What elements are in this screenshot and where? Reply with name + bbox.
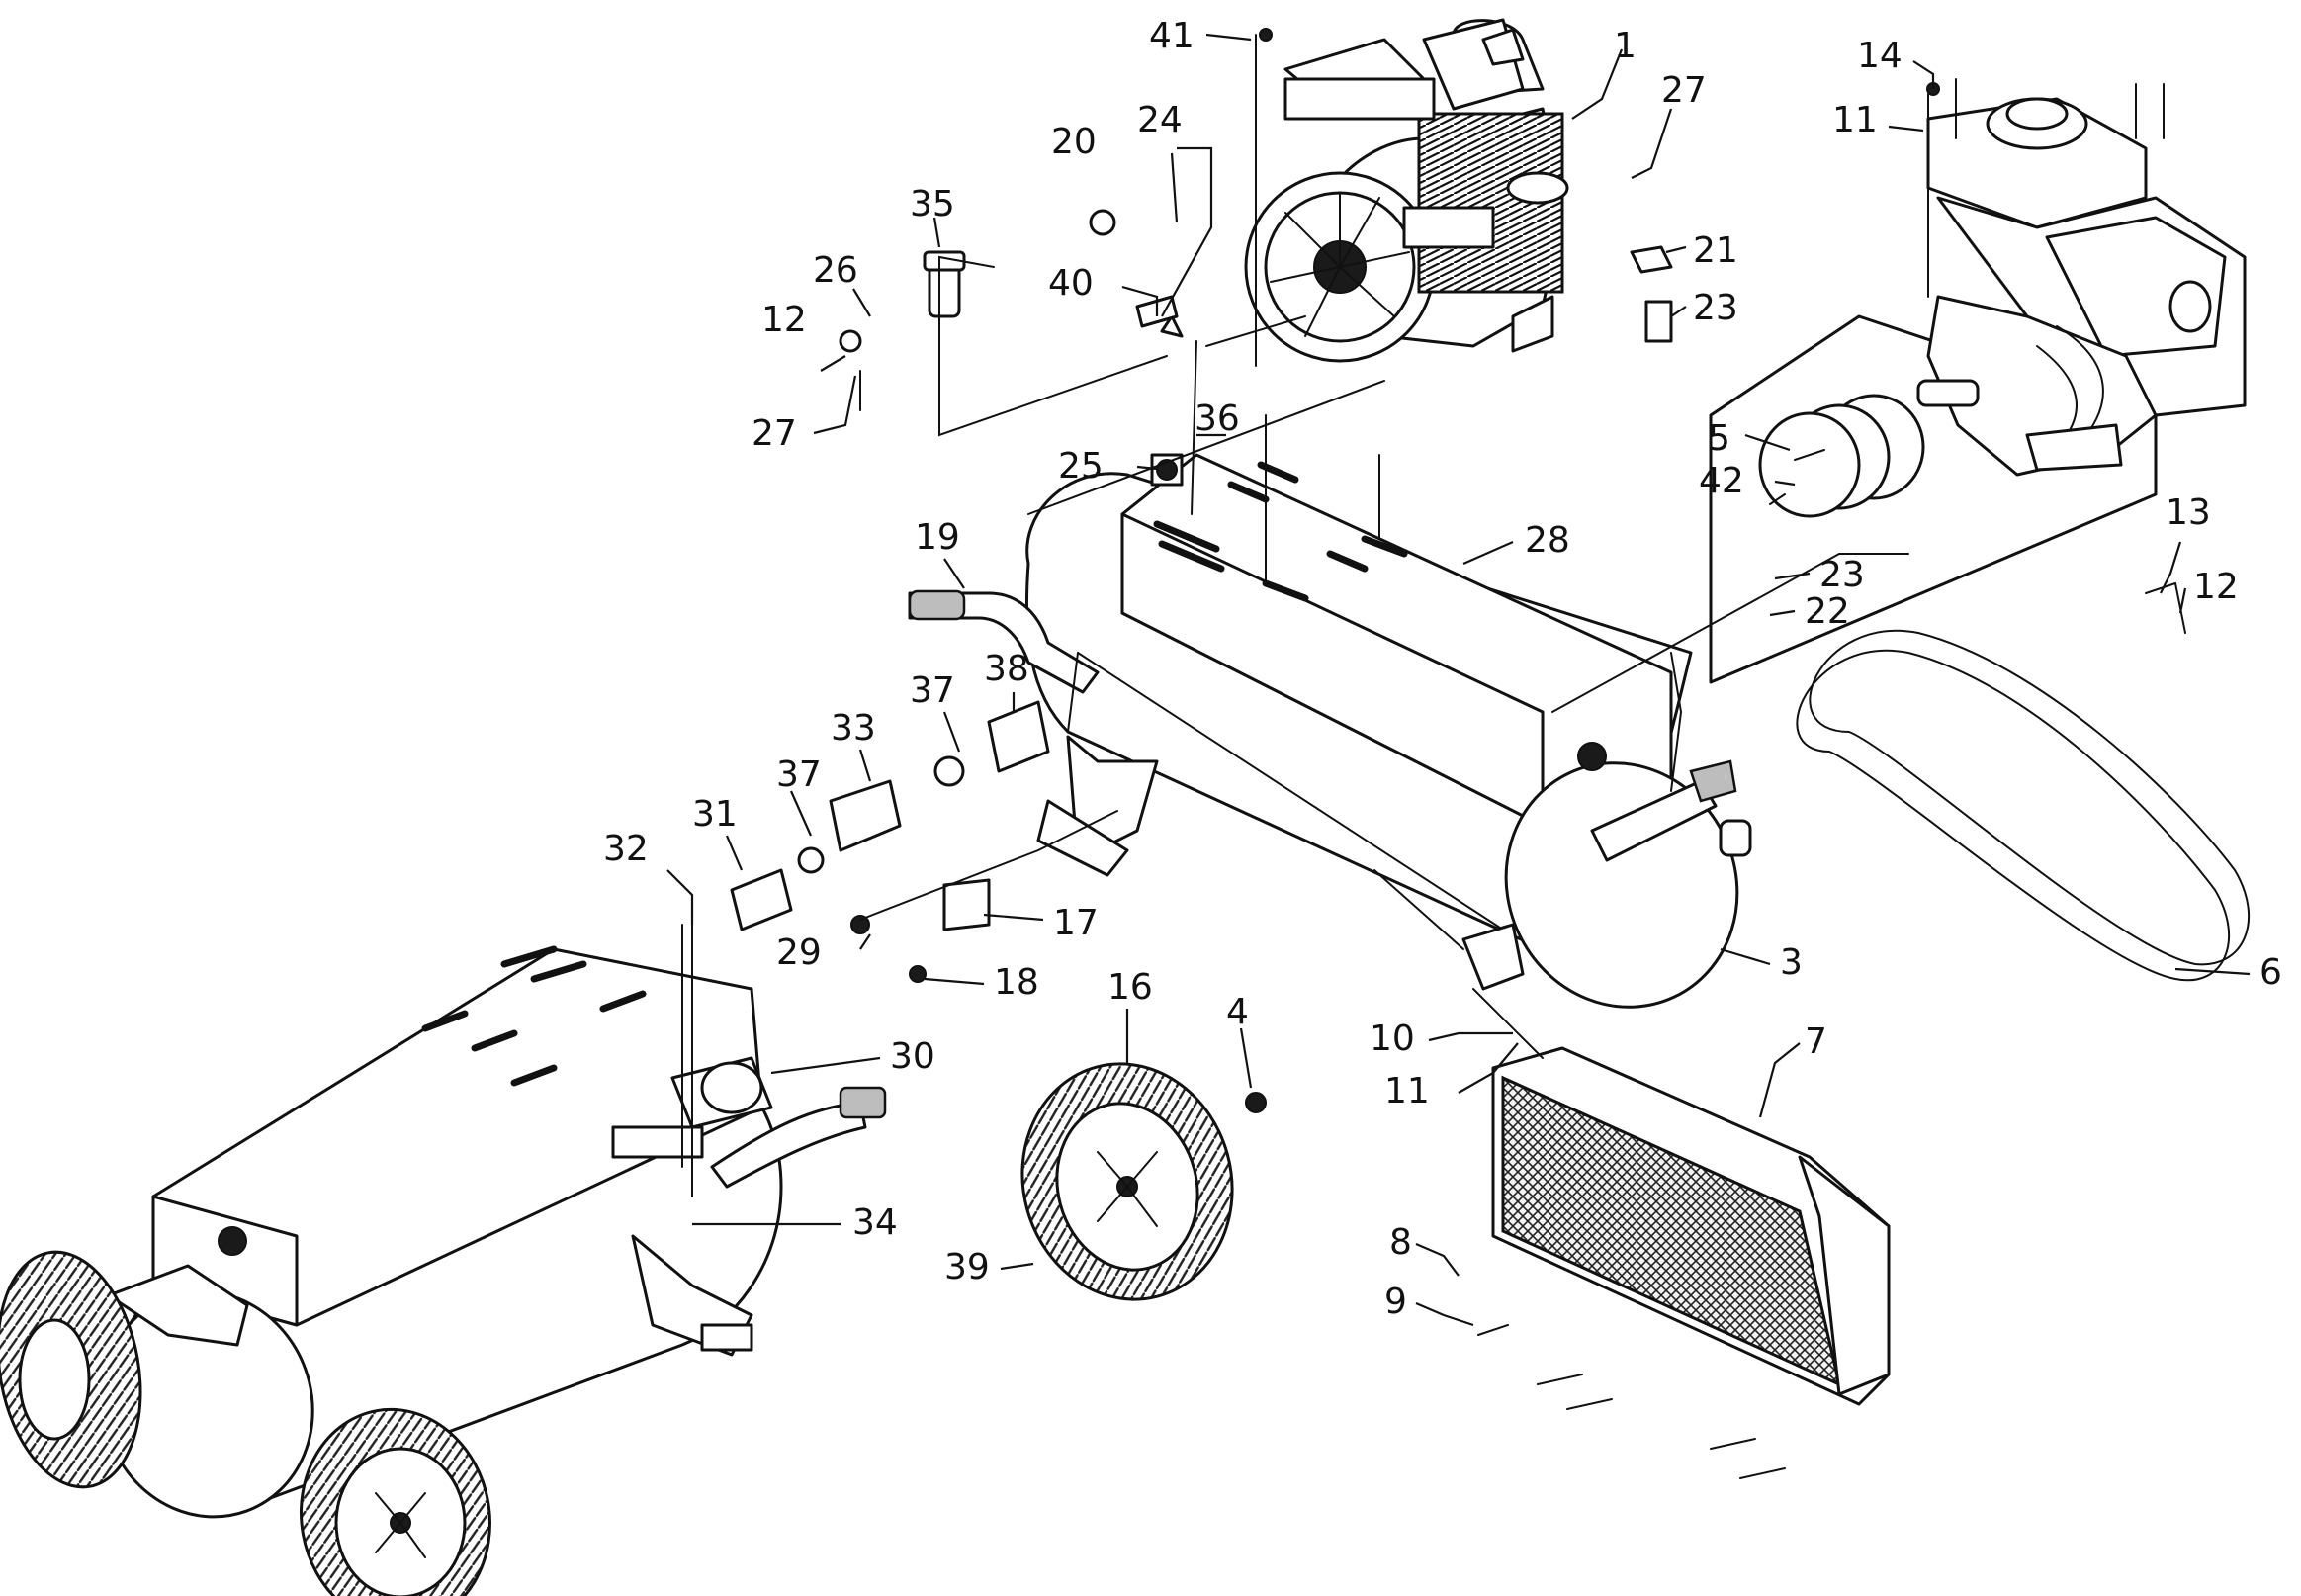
bottom-plate-slots	[421, 945, 647, 1087]
callout-37: 37	[776, 754, 822, 795]
dashed-explosion-lines	[859, 255, 1909, 1059]
callout-23: 23	[1819, 555, 1865, 595]
callout-5: 5	[1708, 418, 1730, 459]
callout-4: 4	[1226, 992, 1249, 1032]
callout-10: 10	[1370, 1019, 1415, 1059]
callout-17: 17	[1053, 903, 1099, 943]
callout-18: 18	[994, 962, 1039, 1003]
callout-9: 9	[1384, 1282, 1407, 1322]
callout-13: 13	[2166, 492, 2211, 533]
callout-27: 27	[752, 413, 797, 454]
callout-6: 6	[2259, 952, 2282, 993]
callout-14: 14	[1857, 36, 1903, 76]
compressor-pump	[1244, 18, 1569, 363]
callout-30: 30	[890, 1036, 935, 1077]
fasteners	[859, 28, 2186, 1479]
belt-guard	[1491, 1046, 1891, 1406]
callout-3: 3	[1780, 942, 1803, 983]
callout-42: 42	[1699, 461, 1744, 501]
callout-21: 21	[1693, 230, 1738, 271]
callout-41: 41	[1149, 16, 1195, 56]
callout-24: 24	[1137, 100, 1183, 140]
callout-11: 11	[1384, 1071, 1430, 1111]
top-tank-assembly	[1024, 453, 1752, 1009]
bottom-tank-assembly	[0, 924, 887, 1596]
callout-labels: 41 1 27 14 11 20 24 35 40 26 12 27 21 23…	[603, 16, 2282, 1322]
callout-38: 38	[984, 649, 1029, 689]
callout-33: 33	[831, 708, 876, 749]
callout-22: 22	[1805, 591, 1850, 632]
callout-12: 12	[761, 300, 807, 340]
callout-16: 16	[1107, 967, 1153, 1008]
callout-37: 37	[910, 670, 955, 711]
leader-lines	[666, 33, 2251, 1327]
callout-19: 19	[915, 517, 960, 558]
callout-29: 29	[776, 932, 822, 973]
callout-28: 28	[1525, 520, 1570, 561]
callout-11: 11	[1832, 100, 1878, 140]
callout-40: 40	[1048, 263, 1094, 304]
engine-assembly	[1709, 97, 2247, 684]
hose-19	[908, 589, 1100, 694]
callout-25: 25	[1058, 446, 1104, 487]
callout-23: 23	[1693, 288, 1738, 328]
callout-31: 31	[692, 794, 738, 835]
callout-20: 20	[1051, 122, 1097, 162]
callout-1: 1	[1614, 26, 1637, 66]
drive-belt	[1796, 629, 2251, 982]
callout-35: 35	[910, 184, 955, 224]
callout-8: 8	[1389, 1222, 1412, 1263]
hose-fittings	[730, 700, 1050, 983]
wheel-16	[1020, 1062, 1234, 1301]
pulley	[1758, 394, 1925, 518]
callout-39: 39	[944, 1247, 990, 1287]
callout-34: 34	[852, 1202, 898, 1243]
callout-27: 27	[1661, 70, 1707, 111]
callout-26: 26	[813, 250, 858, 291]
callout-7: 7	[1805, 1021, 1827, 1062]
callout-36: 36	[1195, 399, 1240, 439]
valve-parts	[839, 209, 1673, 1113]
callout-12: 12	[2193, 567, 2239, 607]
callout-32: 32	[603, 829, 649, 869]
